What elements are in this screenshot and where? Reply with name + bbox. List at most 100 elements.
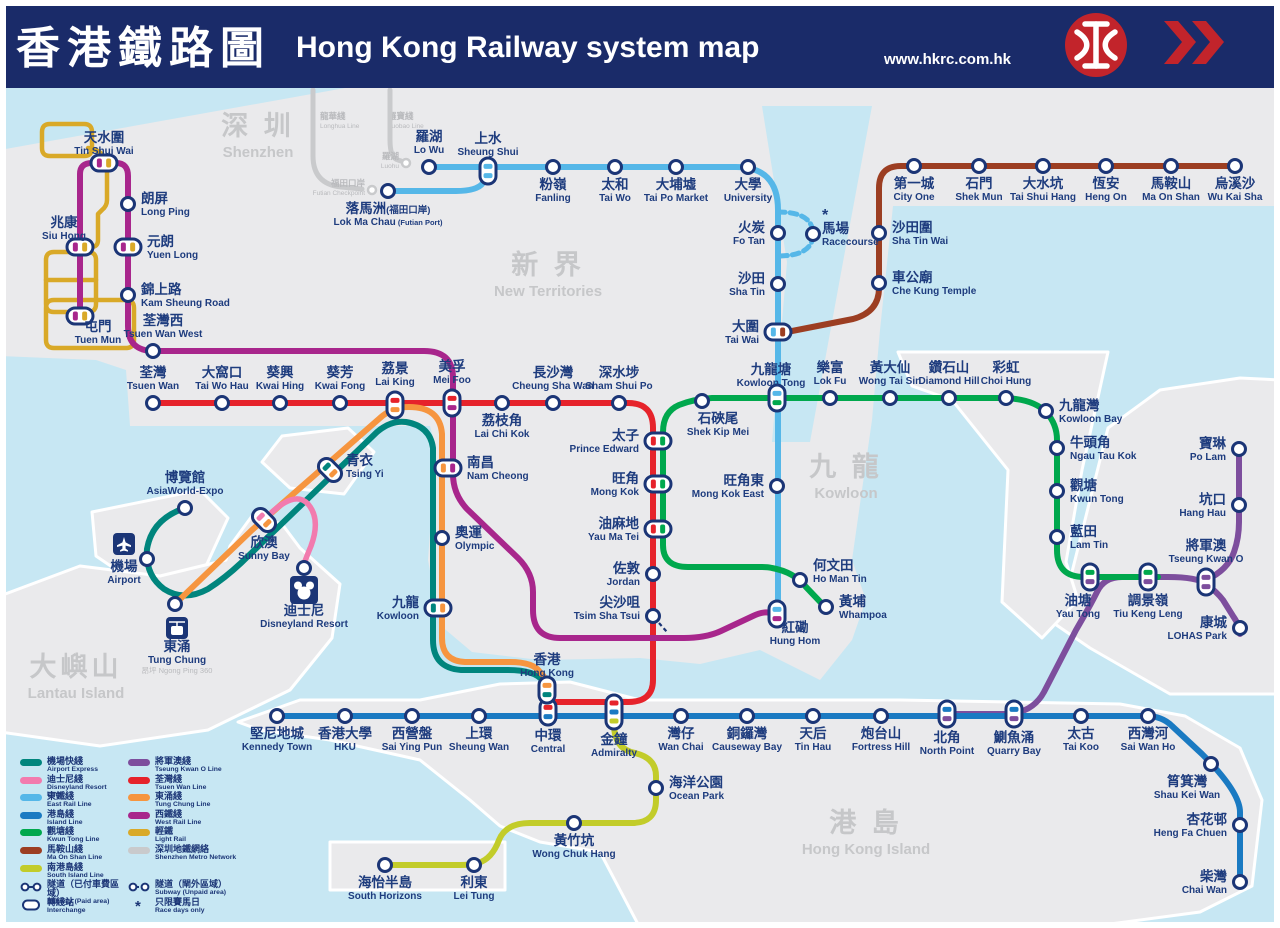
svg-text:九龍: 九龍 xyxy=(391,594,419,610)
svg-text:馬鞍山: 馬鞍山 xyxy=(1151,175,1192,191)
legend-label-zh: 隧道（已付車費區域） xyxy=(47,879,120,899)
svg-text:Cheung Sha Wan: Cheung Sha Wan xyxy=(512,381,594,392)
svg-text:筲箕灣: 筲箕灣 xyxy=(1167,773,1208,789)
page-title-en: Hong Kong Railway system map xyxy=(296,31,760,64)
svg-text:深水埗: 深水埗 xyxy=(599,364,640,380)
svg-text:尖沙咀: 尖沙咀 xyxy=(600,594,641,610)
water-area-0 xyxy=(0,88,345,150)
svg-text:Tai Wo: Tai Wo xyxy=(599,193,631,204)
svg-text:東涌: 東涌 xyxy=(164,638,191,654)
svg-text:Disneyland Resort: Disneyland Resort xyxy=(260,619,348,630)
svg-text:Tsuen Wan West: Tsuen Wan West xyxy=(124,329,203,340)
svg-text:Lai Chi Kok: Lai Chi Kok xyxy=(474,429,529,440)
svg-text:Kwai Hing: Kwai Hing xyxy=(256,381,304,392)
legend-label-en: Kwun Tong Line xyxy=(47,836,100,844)
svg-text:Lam Tin: Lam Tin xyxy=(1070,540,1108,551)
svg-text:上水: 上水 xyxy=(475,130,502,146)
svg-text:Sheung Shui: Sheung Shui xyxy=(457,147,518,158)
svg-text:Sheung Wan: Sheung Wan xyxy=(449,742,509,753)
svg-text:九 龍: 九 龍 xyxy=(809,451,883,482)
interchange-icon xyxy=(22,899,40,911)
legend-item-subway-unpaid-area: 隧道（閘外區域）Subway (Unpaid area) xyxy=(128,880,258,898)
svg-text:火炭: 火炭 xyxy=(738,219,766,235)
legend-item-subway-paid-area: 隧道（已付車費區域）Subway (Paid area) xyxy=(20,879,120,905)
legend-label-en: Tsuen Wan Line xyxy=(155,783,207,791)
svg-text:銅鑼灣: 銅鑼灣 xyxy=(727,725,768,741)
svg-text:Wan Chai: Wan Chai xyxy=(658,742,703,753)
svg-text:上環: 上環 xyxy=(466,726,493,741)
legend-label-en: Shenzhen Metro Network xyxy=(155,853,237,861)
legend-label-en: Island Line xyxy=(47,818,83,826)
svg-text:大學: 大學 xyxy=(735,176,763,192)
svg-text:City One: City One xyxy=(893,192,935,203)
airport-icon xyxy=(117,537,131,552)
svg-text:沙田: 沙田 xyxy=(738,271,765,286)
svg-text:Tsuen Wan: Tsuen Wan xyxy=(127,381,179,392)
link-tst-etst-subway xyxy=(658,622,668,633)
svg-text:North Point: North Point xyxy=(920,746,975,757)
svg-text:Hong Kong Island: Hong Kong Island xyxy=(802,841,930,858)
kcr-chevron-1 xyxy=(1164,21,1196,64)
svg-text:Tai Wo Hau: Tai Wo Hau xyxy=(195,381,249,392)
svg-text:利東: 利東 xyxy=(461,874,488,890)
svg-text:羅湖: 羅湖 xyxy=(382,151,400,161)
legend-label-en: Airport Express xyxy=(47,766,98,773)
legend-label-en: Light Rail xyxy=(155,836,186,844)
legend-swatch-west_rail xyxy=(128,811,150,819)
svg-text:紅磡: 紅磡 xyxy=(782,619,809,635)
website-link[interactable]: www.hkrc.com.hk xyxy=(884,51,1011,68)
svg-text:迪士尼: 迪士尼 xyxy=(284,602,325,618)
svg-text:大嶼山: 大嶼山 xyxy=(30,652,123,682)
svg-text:灣仔: 灣仔 xyxy=(668,725,696,741)
kcr-chevron-2 xyxy=(1192,21,1224,64)
svg-text:Chai Wan: Chai Wan xyxy=(1182,885,1227,896)
svg-text:Tseung Kwan O: Tseung Kwan O xyxy=(1169,554,1244,565)
svg-text:荔景: 荔景 xyxy=(381,360,409,376)
svg-text:何文田: 何文田 xyxy=(813,557,854,573)
svg-text:Lei Tung: Lei Tung xyxy=(454,891,495,902)
svg-text:LOHAS Park: LOHAS Park xyxy=(1168,631,1228,642)
svg-text:Fo Tan: Fo Tan xyxy=(733,236,765,247)
svg-text:Tin Hau: Tin Hau xyxy=(795,742,831,753)
svg-text:Luobao Line: Luobao Line xyxy=(388,123,424,130)
svg-text:杏花邨: 杏花邨 xyxy=(1187,811,1228,827)
svg-text:Lok Fu: Lok Fu xyxy=(814,376,847,387)
land-patch-5 xyxy=(1050,376,1280,696)
legend-label-en: Tseung Kwan O Line xyxy=(155,766,222,773)
svg-text:太古: 太古 xyxy=(1068,725,1096,741)
